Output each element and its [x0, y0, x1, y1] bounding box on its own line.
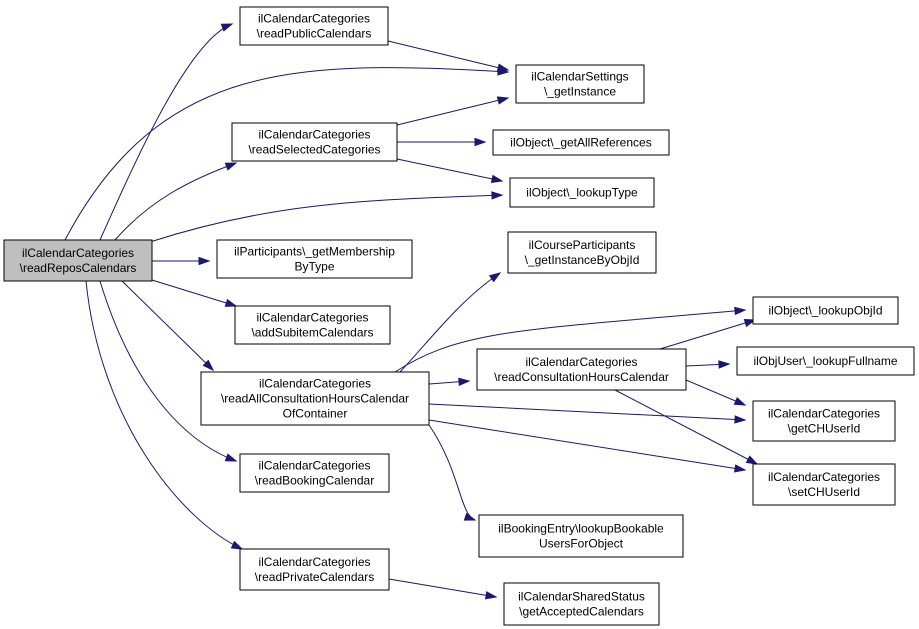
edge-readPrivate-shared [388, 578, 498, 600]
edge-readAllCH-getCH [428, 403, 747, 424]
node-box [239, 453, 390, 493]
node-label-line: ilCalendarCategories [22, 246, 134, 260]
edge-root-readSelected [114, 162, 238, 241]
edge-readAllCH-lookupObjId [394, 306, 747, 373]
node-box [509, 177, 655, 208]
node-label-line: ilParticipants\_getMembership [234, 245, 395, 259]
node-label-line: ilCalendarCategories [258, 459, 370, 473]
node-label-line: ilCalendarCategories [258, 128, 370, 142]
node-box [3, 239, 153, 282]
node-box [239, 548, 390, 591]
node-label-line: \readAllConsultationHoursCalendar [221, 392, 409, 406]
node-label-line: ilCalendarSharedStatus [518, 590, 645, 604]
edge-readCH-fullname [685, 360, 731, 369]
node-box [503, 582, 660, 626]
edge-readSelected-getAllRefs [397, 137, 487, 147]
node-read-private-calendars[interactable]: ilCalendarCategories\readPrivateCalendar… [239, 548, 390, 591]
node-read-all-consultation-hours-calendar[interactable]: ilCalendarCategories\readAllConsultation… [200, 371, 430, 426]
node-box [752, 296, 899, 325]
node-object-lookup-type[interactable]: ilObject\_lookupType [509, 177, 655, 208]
node-label-line: \readPrivateCalendars [255, 570, 374, 584]
edge-readAllCH-booking [428, 424, 477, 521]
node-label-line: ilCourseParticipants [529, 238, 636, 252]
node-box [239, 6, 389, 46]
node-label-line: ByType [294, 260, 334, 274]
node-label-line: ilObjUser\_lookupFullname [753, 354, 897, 368]
node-calendar-shared-status-get-accepted[interactable]: ilCalendarSharedStatus\getAcceptedCalend… [503, 582, 660, 626]
node-label-line: ilCalendarCategories [259, 377, 371, 391]
node-box [216, 239, 413, 279]
edge-readSelected-lookupType [396, 158, 504, 183]
node-course-participants-get-instance[interactable]: ilCourseParticipants\_getInstanceByObjId [507, 231, 657, 274]
node-label-line: \getCHUserId [788, 422, 861, 436]
edge-root-readPrivate [85, 280, 244, 550]
node-box [752, 463, 896, 506]
node-label-line: \readSelectedCategories [248, 143, 380, 157]
node-box [234, 305, 391, 345]
edge-readAllCH-setCH [428, 419, 747, 473]
node-label-line: \setCHUserId [788, 485, 860, 499]
node-box [476, 348, 687, 391]
node-label-line: ilObject\_getAllReferences [510, 136, 651, 150]
node-label-line: ilCalendarCategories [258, 12, 370, 26]
node-box [478, 514, 684, 558]
node-get-ch-user-id[interactable]: ilCalendarCategories\getCHUserId [752, 400, 896, 442]
node-label-line: \readConsultationHoursCalendar [494, 370, 669, 384]
node-calendar-settings-get-instance[interactable]: ilCalendarSettings\_getInstance [515, 64, 645, 104]
node-booking-entry-lookup-bookable-users[interactable]: ilBookingEntry\lookupBookableUsersForObj… [478, 514, 684, 558]
edge-readAllCH-courseParts [399, 272, 502, 373]
edge-root-addSubitem [151, 279, 238, 307]
node-read-selected-categories[interactable]: ilCalendarCategories\readSelectedCategor… [231, 122, 398, 162]
node-box [231, 122, 398, 162]
node-read-booking-calendar[interactable]: ilCalendarCategories\readBookingCalendar [239, 453, 390, 493]
node-read-public-calendars[interactable]: ilCalendarCategories\readPublicCalendars [239, 6, 389, 46]
edge-root-readBooking [99, 280, 238, 462]
node-label-line: \_getInstanceByObjId [525, 253, 640, 267]
edge-root-readPublic [99, 23, 234, 241]
node-box [736, 346, 915, 376]
node-read-repos-calendars[interactable]: ilCalendarCategories\readReposCalendars [3, 239, 153, 282]
node-label-line: OfContainer [283, 407, 348, 421]
node-label-line: ilCalendarCategories [525, 355, 637, 369]
node-read-consultation-hours-calendar[interactable]: ilCalendarCategories\readConsultationHou… [476, 348, 687, 391]
node-box [515, 64, 645, 104]
node-box [507, 231, 657, 274]
node-box [492, 129, 670, 156]
node-label-line: UsersForObject [539, 537, 624, 551]
edge-readAllCH-readCH [428, 377, 471, 386]
node-set-ch-user-id[interactable]: ilCalendarCategories\setCHUserId [752, 463, 896, 506]
node-label-line: \getAcceptedCalendars [519, 605, 644, 619]
edge-root-readAllCH [121, 280, 215, 372]
node-obj-user-lookup-fullname[interactable]: ilObjUser\_lookupFullname [736, 346, 915, 376]
node-box [752, 400, 896, 442]
node-add-subitem-calendars[interactable]: ilCalendarCategories\addSubitemCalendars [234, 305, 391, 345]
edge-readCH-getCH [685, 379, 747, 406]
edge-root-lookupType [149, 191, 504, 243]
node-box [200, 371, 430, 426]
node-label-line: ilObject\_lookupType [526, 186, 638, 200]
node-label-line: ilBookingEntry\lookupBookable [498, 522, 664, 536]
edge-readSelected-settings [396, 96, 510, 126]
node-label-line: ilObject\_lookupObjId [768, 304, 882, 318]
node-label-line: ilCalendarCategories [768, 407, 880, 421]
node-object-lookup-obj-id[interactable]: ilObject\_lookupObjId [752, 296, 899, 325]
node-label-line: ilCalendarCategories [768, 470, 880, 484]
edge-readCH-lookupObjId [659, 319, 757, 350]
node-label-line: ilCalendarSettings [531, 70, 628, 84]
node-label-line: ilCalendarCategories [258, 555, 370, 569]
edge-readCH-setCH [614, 389, 759, 465]
node-label-line: \readBookingCalendar [255, 474, 374, 488]
node-label-line: \addSubitemCalendars [251, 326, 373, 340]
node-label-line: ilCalendarCategories [256, 311, 368, 325]
edge-root-participants [152, 256, 211, 266]
node-label-line: \readReposCalendars [20, 261, 137, 275]
node-label-line: \_getInstance [544, 85, 616, 99]
node-label-line: \readPublicCalendars [257, 27, 372, 41]
edge-readPublic-settings [387, 40, 510, 72]
node-object-get-all-references[interactable]: ilObject\_getAllReferences [492, 129, 670, 156]
